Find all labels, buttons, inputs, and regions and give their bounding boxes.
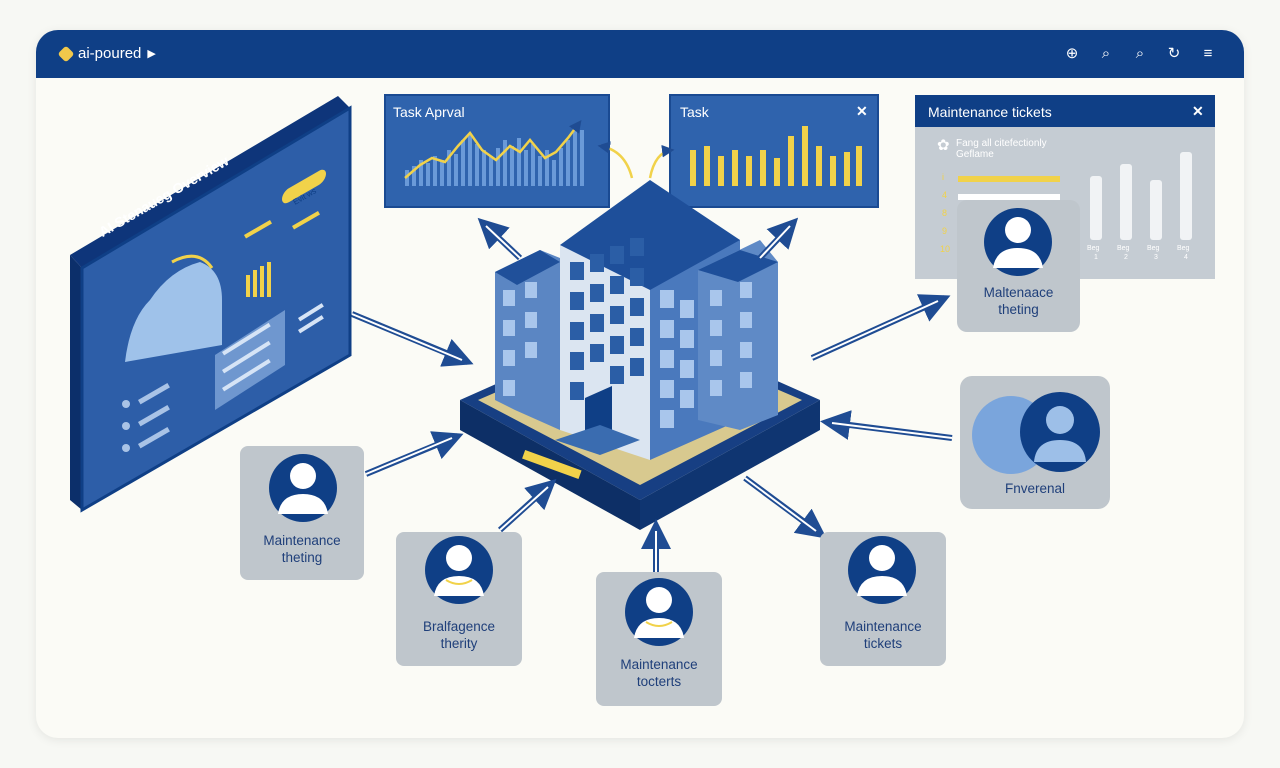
tile-left-label: Maintenance theting (240, 532, 364, 566)
search-icon[interactable]: ⌕ (1135, 44, 1145, 62)
tile-bottom-right-label: Maintenance tickets (820, 618, 946, 652)
tile-label-line1: Maintenance (263, 533, 341, 548)
brand-name: ai-poured (78, 45, 142, 62)
bar-label: Beg (1117, 245, 1130, 252)
top-bar: ai-poured ▶ ⊕ ⌕ ⌕ ↻ ≡ (36, 30, 1244, 78)
tile-label-line1: Maltenaace (983, 285, 1054, 300)
tile-right[interactable] (960, 376, 1110, 509)
building[interactable] (495, 180, 778, 460)
bar-label: Beg (1177, 245, 1190, 252)
tile-label-line1: Maintenance (844, 619, 922, 634)
task-approval-title: Task Aprval (393, 104, 465, 120)
row-marker: 9 (942, 226, 948, 236)
play-icon[interactable]: ▶ (147, 48, 156, 60)
row-marker: 10 (940, 244, 951, 254)
flower-icon: ✿ (937, 137, 950, 154)
bar-label: Beg (1147, 245, 1160, 252)
close-icon[interactable]: ✕ (1192, 103, 1204, 119)
bar-sublabel: 2 (1124, 254, 1128, 261)
tile-bottom-center-label: Maintenance tocterts (596, 656, 722, 690)
row-marker: i (942, 172, 944, 182)
tile-label-line2: therity (440, 636, 478, 651)
close-icon[interactable]: ✕ (856, 103, 868, 119)
tile-right-label: Fnverenal (960, 480, 1110, 497)
tile-label-line2: tickets (863, 636, 903, 651)
tile-label-line2: theting (281, 550, 323, 565)
brand[interactable]: ai-poured ▶ (57, 45, 156, 62)
globe-icon[interactable]: ⊕ (1065, 45, 1079, 62)
tile-label-line1: Fnverenal (1004, 481, 1066, 496)
row-marker: 8 (942, 208, 948, 218)
toolbar: ⊕ ⌕ ⌕ ↻ ≡ (1062, 42, 1218, 64)
tile-bottom-left-label: Bralfagence therity (396, 618, 522, 652)
tile-bottom-center[interactable] (596, 572, 722, 706)
maintenance-subtitle-line2: Geflame (956, 149, 994, 160)
row-marker: 4 (942, 190, 948, 200)
bar-label: Beg (1087, 245, 1100, 252)
tile-bottom-left[interactable] (396, 532, 522, 666)
bar-sublabel: 4 (1184, 254, 1188, 261)
tile-label-line1: Maintenance (620, 657, 698, 672)
bar-sublabel: 3 (1154, 254, 1158, 261)
tile-label-line2: theting (998, 302, 1039, 317)
tile-top-right[interactable] (957, 200, 1080, 332)
menu-icon[interactable]: ≡ (1203, 44, 1213, 62)
tile-bottom-right[interactable] (820, 532, 946, 666)
task-approval-card[interactable] (384, 94, 610, 208)
search-icon[interactable]: ⌕ (1101, 44, 1111, 62)
maintenance-subtitle-line1: Fang all citefectionly (956, 138, 1047, 149)
task-chart-title: Task (680, 104, 709, 120)
tile-label-line2: tocterts (636, 674, 682, 689)
platform-indicator (522, 449, 582, 479)
tile-left[interactable] (240, 446, 364, 580)
refresh-icon[interactable]: ↻ (1167, 45, 1181, 62)
tile-top-right-label: Maltenaace theting (957, 284, 1080, 318)
task-chart-card[interactable] (669, 94, 879, 208)
maintenance-panel-title: Maintenance tickets (928, 104, 1052, 120)
bar-sublabel: 1 (1094, 254, 1098, 261)
tile-label-line1: Bralfagence (422, 619, 496, 634)
overview-panel[interactable] (70, 96, 352, 513)
